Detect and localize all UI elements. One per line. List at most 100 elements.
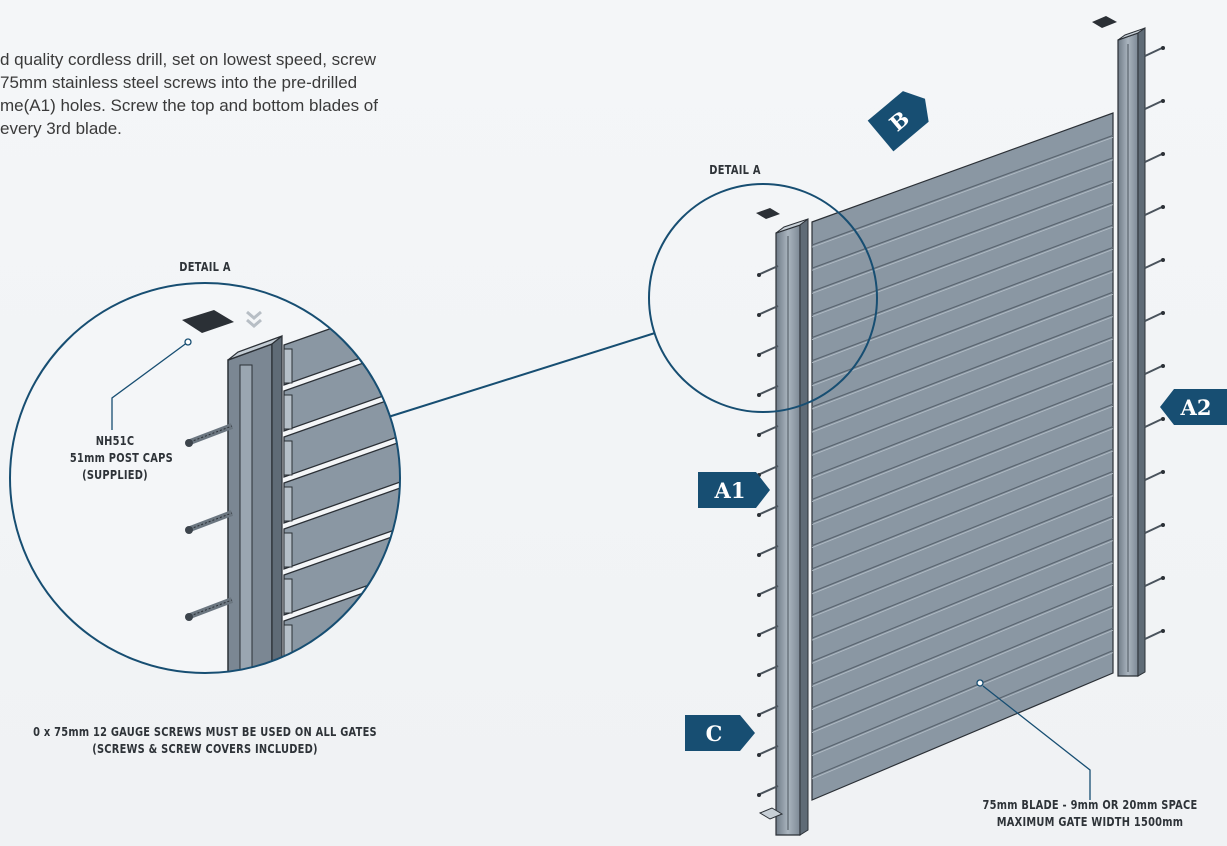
detail-connector-line: [384, 332, 656, 419]
screw: [1144, 259, 1163, 269]
screw-head: [1161, 470, 1165, 474]
blade-spec-line: 75mm BLADE - 9mm OR 20mm SPACE: [982, 798, 1198, 812]
tag-a1-text: A1: [714, 478, 746, 503]
blade-divider: [811, 605, 1114, 732]
tag-b: B: [867, 91, 929, 152]
zoom-blade-edge: [283, 486, 293, 522]
blade-divider: [811, 157, 1114, 269]
gate-screws: [757, 46, 1165, 797]
tag-c: C: [685, 715, 755, 751]
screw: [759, 545, 779, 555]
screw-head: [757, 433, 761, 437]
screw-head: [757, 793, 761, 797]
zoom-blade-edge: [283, 670, 293, 673]
chevron-down-icon: [246, 310, 262, 320]
screw-head: [757, 713, 761, 717]
zoom-screw-head: [185, 526, 193, 534]
post-caps-line: (SUPPLIED): [82, 468, 148, 482]
screw: [1144, 471, 1163, 481]
blade-highlight: [811, 338, 1114, 456]
zoom-blade-edge: [283, 578, 293, 614]
post-cap-icon: [756, 208, 780, 219]
screw-head: [757, 273, 761, 277]
screw: [759, 665, 779, 675]
screw: [1144, 577, 1163, 587]
blade-divider: [811, 403, 1114, 524]
screw: [759, 625, 779, 635]
blade-highlight: [811, 271, 1114, 387]
screw-head: [1161, 417, 1165, 421]
blade-highlight: [811, 249, 1114, 364]
instruction-line: 75mm stainless steel screws into the pre…: [0, 73, 358, 92]
screw-head: [1161, 629, 1165, 633]
blade-divider: [811, 336, 1114, 454]
screws-note-line: 0 x 75mm 12 GAUGE SCREWS MUST BE USED ON…: [33, 725, 377, 739]
screw: [759, 465, 779, 475]
screw-head: [757, 313, 761, 317]
screw: [759, 745, 779, 755]
screw: [1144, 418, 1163, 428]
post-cap-icon: [182, 310, 234, 333]
detail-a-label-zoom: DETAIL A: [179, 260, 231, 274]
screw-head: [1161, 523, 1165, 527]
blade-highlight: [811, 361, 1114, 479]
blade-highlight: [811, 473, 1114, 595]
zoom-blade-edge: [283, 440, 293, 476]
screw: [1144, 524, 1163, 534]
blade-highlight: [811, 159, 1114, 271]
blade-divider: [811, 493, 1114, 616]
blade-divider: [811, 202, 1114, 316]
blade-highlight: [811, 652, 1114, 780]
screw-head: [1161, 311, 1165, 315]
instruction-line: every 3rd blade.: [0, 119, 122, 138]
detail-a-zoom: [9, 282, 401, 674]
blade-highlight: [811, 585, 1114, 710]
zoom-screw-thread: [189, 512, 233, 530]
blade-divider: [811, 381, 1114, 500]
zoom-screw-thread: [189, 599, 233, 617]
instruction-line: d quality cordless drill, set on lowest …: [0, 50, 377, 69]
tag-a2: A2: [1160, 389, 1227, 425]
screw: [759, 425, 779, 435]
zoom-blade-edge: [283, 394, 293, 430]
screw-head: [757, 553, 761, 557]
screw: [759, 265, 779, 275]
blade-divider: [811, 224, 1114, 339]
blade-highlight: [811, 293, 1114, 410]
blade-divider: [811, 470, 1114, 593]
screw-head: [1161, 258, 1165, 262]
screw: [759, 385, 779, 395]
blade-divider: [811, 179, 1114, 292]
blade-highlight: [811, 428, 1114, 549]
screw-head: [1161, 46, 1165, 50]
screw-head: [757, 753, 761, 757]
screw: [759, 305, 779, 315]
screw-head: [757, 633, 761, 637]
screw: [1144, 630, 1163, 640]
screws-note-line: (SCREWS & SCREW COVERS INCLUDED): [92, 742, 318, 756]
screw: [1144, 206, 1163, 216]
blade-divider: [811, 134, 1114, 246]
tag-a2-text: A2: [1180, 395, 1212, 420]
blade-divider: [811, 650, 1114, 778]
screw: [1144, 100, 1163, 110]
tag-c-text: C: [706, 721, 723, 746]
blade-divider: [811, 291, 1114, 408]
zoom-blade-edge: [283, 532, 293, 568]
blade-panel: [811, 112, 1114, 801]
blade-divider: [811, 314, 1114, 431]
instruction-text: d quality cordless drill, set on lowest …: [0, 48, 520, 140]
blade-divider: [811, 538, 1114, 662]
blade-highlight: [811, 495, 1114, 618]
post-caps-line: 51mm POST CAPS: [69, 451, 173, 465]
blade-highlight: [811, 517, 1114, 641]
blade-spec-line: MAXIMUM GATE WIDTH 1500mm: [996, 815, 1184, 829]
screw: [759, 585, 779, 595]
screw: [759, 505, 779, 515]
screw: [1144, 47, 1163, 57]
post-caps-label: NH51C 51mm POST CAPS (SUPPLIED): [69, 433, 173, 484]
blade-highlight: [811, 607, 1114, 734]
screw: [1144, 365, 1163, 375]
blade-highlight: [811, 181, 1114, 294]
